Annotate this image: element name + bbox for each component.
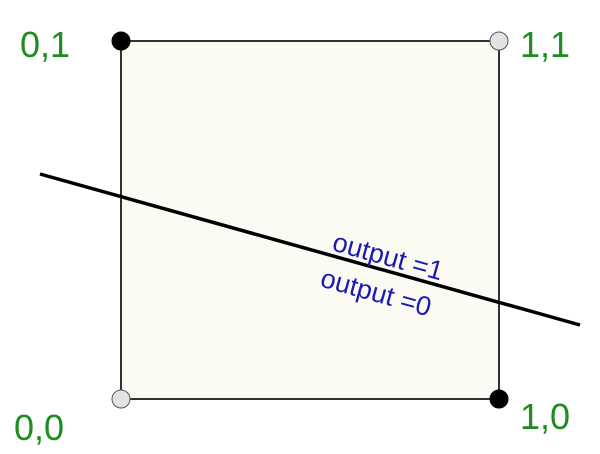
point-1-1 (489, 31, 509, 51)
unit-square (120, 40, 500, 400)
decision-boundary-line (39, 172, 581, 327)
point-0-0 (111, 389, 131, 409)
point-1-0 (489, 389, 509, 409)
corner-label-1-1: 1,1 (520, 24, 570, 65)
corner-label-0-1: 0,1 (20, 24, 70, 65)
corner-label-1-0: 1,0 (520, 396, 570, 437)
point-0-1 (111, 31, 131, 51)
corner-label-0-0: 0,0 (14, 407, 64, 448)
